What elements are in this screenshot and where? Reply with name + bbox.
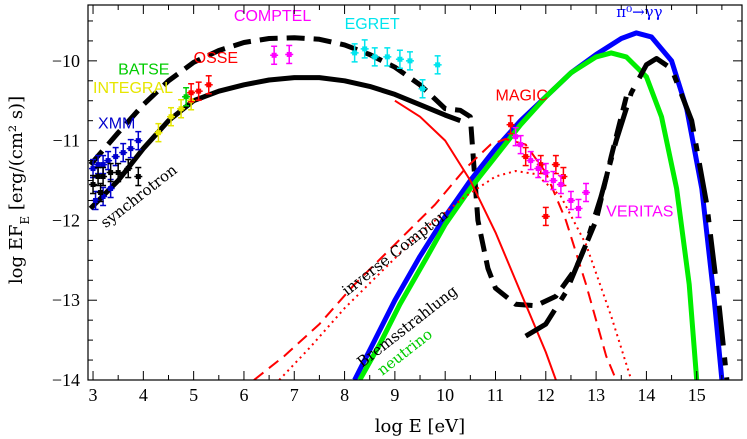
label-comptel: COMPTEL xyxy=(234,8,311,25)
y-tick-label: −11 xyxy=(53,131,80,151)
label-egret: EGRET xyxy=(345,16,400,33)
datapoint-osse-2 xyxy=(204,75,213,95)
curve-bremsstrahlung xyxy=(278,170,633,380)
datapoint-egret-5 xyxy=(405,51,414,71)
datapoint-veritas-5 xyxy=(549,170,558,191)
datapoint-xmm-3 xyxy=(104,150,113,171)
datapoint-veritas-7 xyxy=(566,190,575,211)
x-tick-label: 14 xyxy=(637,385,655,405)
datapoint-egret-7 xyxy=(433,55,442,75)
y-tick-label: −10 xyxy=(52,51,80,71)
datapoint-veritas-8 xyxy=(574,198,583,219)
x-axis-label: log E [eV] xyxy=(375,416,465,437)
datapoint-veritas-6 xyxy=(556,174,565,195)
curve-red-solid xyxy=(394,99,557,380)
label-veritas: VERITAS xyxy=(606,203,673,220)
plot-area: XMM INTEGRAL BATSE OSSE COMPTEL EGRET MAGIC VER… xyxy=(88,3,730,380)
label-xmm: XMM xyxy=(98,116,135,133)
datapoint-egret-0 xyxy=(350,43,359,63)
curve-black-high xyxy=(524,56,730,380)
datapoint-black-xray-0 xyxy=(89,174,98,195)
x-tick-label: 10 xyxy=(436,385,454,405)
datapoint-xmm-5 xyxy=(119,142,128,163)
datapoint-black-xray-5 xyxy=(124,158,133,179)
y-axis-label: log EFE [erg/(cm² s)] xyxy=(6,96,32,284)
datapoint-xmm-4 xyxy=(111,146,120,167)
datapoint-veritas-9 xyxy=(582,182,591,203)
label-inverse-compton: inverse Compton xyxy=(338,205,451,299)
datapoint-black-xray-3 xyxy=(106,162,115,183)
y-tick-label: −14 xyxy=(52,370,80,390)
label-integral: INTEGRAL xyxy=(93,80,173,97)
datapoint-veritas-2 xyxy=(526,150,535,171)
axes: 3 4 5 6 7 8 9 10 11 12 13 14 15 −14 −13 −12 −11 −10 xyxy=(52,4,743,405)
datapoint-comptel-1 xyxy=(285,44,294,65)
datapoint-egret-2 xyxy=(370,47,379,67)
datapoint-integral-1 xyxy=(167,106,176,127)
datapoint-black-xray-6 xyxy=(134,166,143,187)
x-tick-label: 12 xyxy=(537,385,555,405)
x-tick-label: 13 xyxy=(587,385,605,405)
datapoint-veritas-0 xyxy=(511,126,520,147)
datapoint-black-xray-4 xyxy=(114,162,123,183)
x-tick-label: 9 xyxy=(390,385,399,405)
x-tick-label: 3 xyxy=(89,385,98,405)
label-batse: BATSE xyxy=(118,61,169,78)
plot-frame xyxy=(87,4,743,381)
datapoint-veritas-4 xyxy=(541,162,550,183)
curve-synchrotron xyxy=(88,75,462,211)
x-tick-label: 15 xyxy=(688,385,706,405)
datapoint-black-xray-7 xyxy=(96,182,105,203)
label-pion: π⁰→γγ xyxy=(616,3,662,21)
datapoint-xmm-9 xyxy=(99,186,108,207)
datapoint-batse-0 xyxy=(182,87,191,107)
x-tick-label: 5 xyxy=(189,385,198,405)
x-tick-label: 4 xyxy=(139,385,148,405)
datapoint-egret-3 xyxy=(383,47,392,67)
datapoint-comptel-0 xyxy=(270,45,279,66)
datapoint-integral-0 xyxy=(154,122,163,143)
y-tick-label: −13 xyxy=(52,290,80,310)
datapoint-osse-1 xyxy=(194,81,203,101)
datapoint-egret-4 xyxy=(395,49,404,70)
datapoint-veritas-1 xyxy=(516,134,525,155)
datapoint-osse-0 xyxy=(187,83,196,103)
datapoint-magic-1 xyxy=(521,146,530,167)
datapoint-xmm-6 xyxy=(126,138,135,159)
datapoint-magic-3 xyxy=(541,206,550,227)
datapoint-magic-0 xyxy=(506,114,515,135)
datapoint-egret-6 xyxy=(418,79,427,99)
x-tick-label: 11 xyxy=(487,385,504,405)
curve-neutrino xyxy=(357,50,700,380)
x-tick-label: 8 xyxy=(340,385,349,405)
x-tick-label: 6 xyxy=(239,385,248,405)
datapoint-egret-1 xyxy=(360,39,369,59)
label-osse: OSSE xyxy=(194,50,238,67)
y-axis-label-tail: [erg/(cm² s)] xyxy=(6,96,27,216)
label-magic: MAGIC xyxy=(495,88,547,105)
y-tick-label: −12 xyxy=(52,210,80,230)
curve-total-dashed xyxy=(88,35,629,309)
datapoint-veritas-3 xyxy=(534,158,543,179)
y-axis-label-main: log EF xyxy=(6,225,27,284)
datapoint-integral-2 xyxy=(177,98,186,119)
y-axis-label-sub: E xyxy=(18,216,32,225)
x-tick-label: 7 xyxy=(290,385,299,405)
datapoint-xmm-7 xyxy=(134,130,143,151)
